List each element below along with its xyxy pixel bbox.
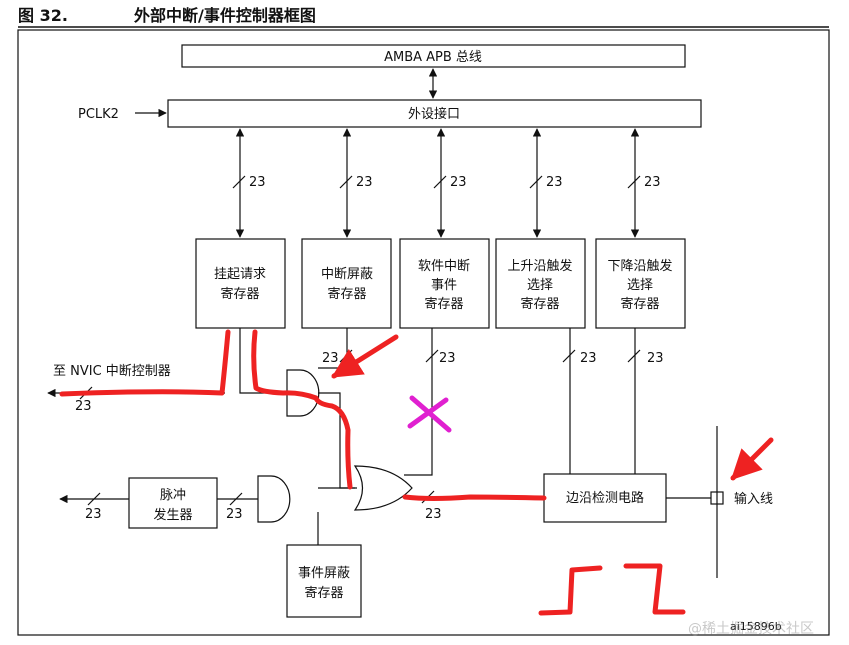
pclk2-label: PCLK2 — [78, 107, 119, 122]
bus-width-8: 23 — [580, 351, 597, 366]
rising-trigger-line2: 选择 — [527, 278, 553, 293]
bus-width-1: 23 — [249, 175, 266, 190]
interrupt-mask-line2: 寄存器 — [327, 286, 366, 302]
trigger-or-gate — [353, 465, 413, 511]
event-mask-register — [286, 544, 362, 618]
rising-trigger-line3: 寄存器 — [520, 296, 559, 312]
interrupt-mask-register — [301, 238, 392, 329]
peripheral-interface — [167, 99, 702, 128]
input-line-label: 输入线 — [734, 491, 773, 507]
cross-mark — [407, 395, 452, 433]
bus-width-6: 23 — [322, 351, 339, 366]
bus-width-5: 23 — [644, 175, 661, 190]
bus-width-13: 23 — [85, 507, 102, 522]
diagram-frame — [17, 29, 830, 636]
pulse-generator-line2: 发生器 — [153, 507, 192, 523]
edge-detect-circuit — [543, 473, 667, 523]
bus-width-7: 23 — [439, 351, 456, 366]
red-annotation-path — [59, 329, 774, 616]
falling-trigger-line1: 下降沿触发 — [607, 258, 672, 274]
watermark: @稀土掘金技术社区 — [688, 621, 814, 637]
event-mask-line2: 寄存器 — [304, 585, 343, 601]
to-nvic-label: 至 NVIC 中断控制器 — [53, 364, 171, 379]
rising-trigger-line1: 上升沿触发 — [507, 258, 572, 274]
figure-id: ai15896b — [730, 620, 782, 633]
peripheral-interface-label: 外设接口 — [408, 106, 460, 122]
interrupt-mask-line1: 中断屏蔽 — [321, 267, 373, 282]
falling-trigger-line3: 寄存器 — [620, 296, 659, 312]
software-interrupt-line3: 寄存器 — [424, 296, 463, 312]
falling-trigger-register — [595, 238, 686, 329]
event-and-gate — [257, 475, 291, 523]
bus-width-2: 23 — [356, 175, 373, 190]
pulse-generator — [128, 477, 218, 529]
pending-register-line1: 挂起请求 — [214, 267, 266, 282]
bus-width-12: 23 — [226, 507, 243, 522]
software-interrupt-line2: 事件 — [431, 278, 457, 293]
software-interrupt-line1: 软件中断 — [418, 259, 470, 274]
pulse-generator-line1: 脉冲 — [160, 488, 186, 503]
edge-detect-label: 边沿检测电路 — [566, 490, 644, 506]
amba-apb-bus — [181, 44, 686, 68]
pending-register — [195, 238, 286, 329]
bus-width-10: 23 — [75, 399, 92, 414]
figure-number: 图 32. — [18, 6, 68, 25]
event-mask-line1: 事件屏蔽 — [298, 566, 350, 581]
bus-width-9: 23 — [647, 351, 664, 366]
software-interrupt-register — [399, 238, 490, 329]
bus-width-3: 23 — [450, 175, 467, 190]
rising-trigger-register — [495, 238, 586, 329]
figure-title: 外部中断/事件控制器框图 — [133, 6, 316, 25]
falling-trigger-line2: 选择 — [627, 278, 653, 293]
amba-apb-label: AMBA APB 总线 — [384, 50, 482, 65]
register-bus-arrows — [232, 128, 641, 238]
pending-register-line2: 寄存器 — [220, 286, 259, 302]
bus-width-11: 23 — [425, 507, 442, 522]
bus-width-4: 23 — [546, 175, 563, 190]
